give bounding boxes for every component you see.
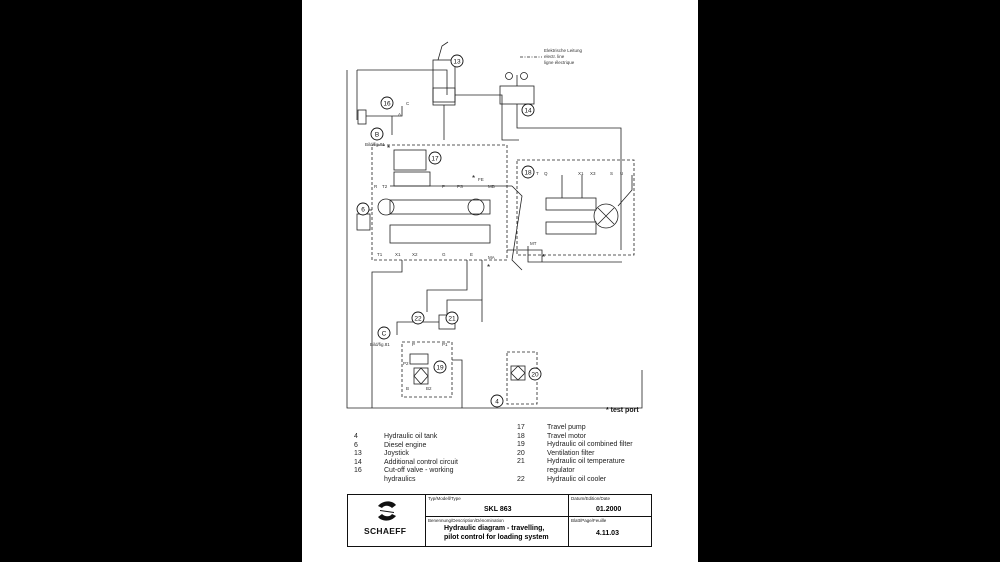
port-label: P2 [403,361,409,366]
date-value: 01.2000 [596,506,622,513]
port-label: T2 [382,184,388,189]
legend-item-text: Joystick [384,450,409,458]
port-label: C [406,101,410,106]
port-label: B2 [426,386,432,391]
logo-cell: SCHAEFF [348,495,426,546]
description-line-1: Hydraulic diagram - travelling, [444,525,545,532]
legend-item-number: 22 [517,475,525,483]
svg-text:*: * [542,253,545,262]
callout-number: 22 [414,315,422,322]
legend-item-number: 21 [517,458,525,466]
title-block: SCHAEFF Typ/Modell/Type SKL 863 Datum/Ed… [347,494,652,547]
line-legend-de: Elektrische Leitung [544,48,583,53]
svg-text:*: * [472,174,475,183]
legend-item-number: 19 [517,441,525,449]
legend-item-text: Cut-off valve - working [384,467,454,475]
callout-number: 14 [524,107,532,114]
brand-name: SCHAEFF [364,526,407,536]
port-label: U [620,171,624,176]
line-legend-fr: ligne électrique [544,60,575,65]
port-label: P1 [442,342,448,347]
port-label: PS [457,184,464,189]
callout-number: 21 [448,315,456,322]
port-label: P [442,184,446,189]
svg-text:*: * [487,263,490,272]
legend-item-number: 20 [517,449,525,457]
legend-item-text: Additional control circuit [384,458,458,466]
legend-item-text: Hydraulic oil combined filter [547,441,633,449]
schaeff-logo-icon [378,501,396,521]
legend-item-number: 6 [354,441,358,449]
callout-number: 18 [524,169,532,176]
callout-number: C [382,330,387,337]
svg-text:*: * [387,144,390,153]
port-label: FE [478,177,484,182]
figure-ref-c: Bild/fig.81 [370,342,390,347]
legend-item-text: Travel motor [547,432,587,440]
type-cell: Typ/Modell/Type SKL 863 [426,495,569,517]
description-line-2: pilot control for loading system [444,534,549,541]
port-label: T [536,171,539,176]
figure-ref-b: Bild/fig.81 [365,142,385,147]
port-label: S [610,171,614,176]
type-value: SKL 863 [484,506,512,513]
legend-item-number: 17 [517,424,525,431]
port-label: B [406,386,410,391]
page-label: Blatt/Page/Feuille [571,518,607,523]
port-label: X1 [578,171,584,176]
legend-item-text: Ventilation filter [547,449,595,457]
port-label: X3 [590,171,596,176]
callout-number: 16 [383,100,391,107]
callout-number: 19 [436,364,444,371]
port-label: MB [488,184,495,189]
page-cell: Blatt/Page/Feuille 4.11.03 [569,517,651,546]
page-value: 4.11.03 [596,530,619,537]
port-label: T1 [377,252,383,257]
legend-item-text: Hydraulic oil temperature [547,458,625,466]
callout-number: 13 [453,58,461,65]
legend-item-text: Travel pump [547,424,586,431]
port-label: A [398,112,402,117]
callout-number: 17 [431,155,439,162]
port-label: MT [530,241,537,246]
callout-number: 6 [361,206,365,213]
port-label: R [374,184,378,189]
description-label: Benennung/Description/Dénomination [428,518,504,523]
legend-item-text: Hydraulic oil tank [384,433,438,440]
callout-number: 20 [531,371,539,378]
callout-number: B [375,131,379,138]
legend-item-number: 13 [354,450,362,458]
port-label: Q [544,171,548,176]
port-label: P [412,342,416,347]
date-label: Datum/Edition/Date [571,496,611,501]
port-label: X1 [395,252,401,257]
legend-item-text: hydraulics [384,476,416,483]
description-cell: Benennung/Description/Dénomination Hydra… [426,517,569,546]
port-label: E [470,252,474,257]
port-label: G [442,252,446,257]
date-cell: Datum/Edition/Date 01.2000 [569,495,651,517]
line-legend-en: electr. line [544,54,565,59]
port-label: X2 [412,252,418,257]
type-label: Typ/Modell/Type [428,496,461,501]
legend-item-number: 4 [354,433,358,440]
port-label: MA [488,255,495,260]
callout-number: 4 [495,398,499,405]
test-port-note: * test port [606,407,639,414]
legend-item-number: 16 [354,467,362,475]
legend-item-number: 14 [354,458,362,466]
legend-item-text: regulator [547,467,575,474]
legend-item-text: Diesel engine [384,441,427,449]
legend-item-text: Hydraulic oil cooler [547,475,607,483]
legend-item-number: 18 [517,432,525,440]
